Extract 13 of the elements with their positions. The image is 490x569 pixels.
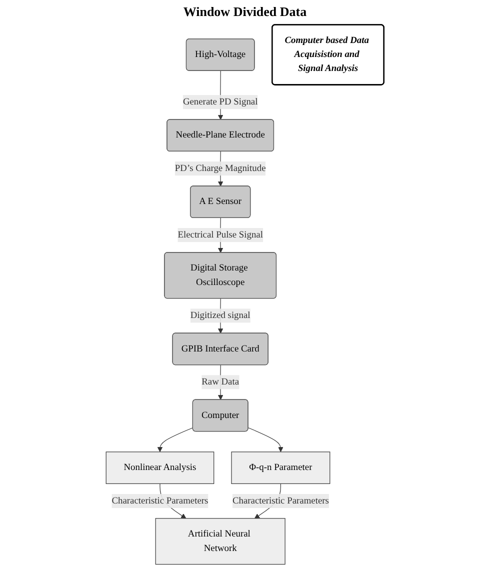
edge-label: Generate PD Signal bbox=[182, 96, 258, 107]
node-box: Nonlinear Analysis bbox=[106, 452, 214, 484]
edge-label: PD’s Charge Magnitude bbox=[174, 163, 266, 174]
edge-label: Electrical Pulse Signal bbox=[178, 230, 263, 240]
arrow bbox=[157, 427, 194, 452]
node-box: Φ-q-n Parameter bbox=[231, 452, 330, 484]
edge-label: Digitized signal bbox=[190, 310, 250, 320]
edge-label: Raw Data bbox=[202, 376, 240, 387]
note-text: Window Divided Data bbox=[183, 4, 307, 19]
edge-label: Characteristic Parameters bbox=[112, 496, 208, 506]
edge-label: Characteristic Parameters bbox=[232, 496, 329, 506]
arrow bbox=[248, 427, 284, 452]
node-box: Artificial Neural Network bbox=[155, 518, 286, 565]
